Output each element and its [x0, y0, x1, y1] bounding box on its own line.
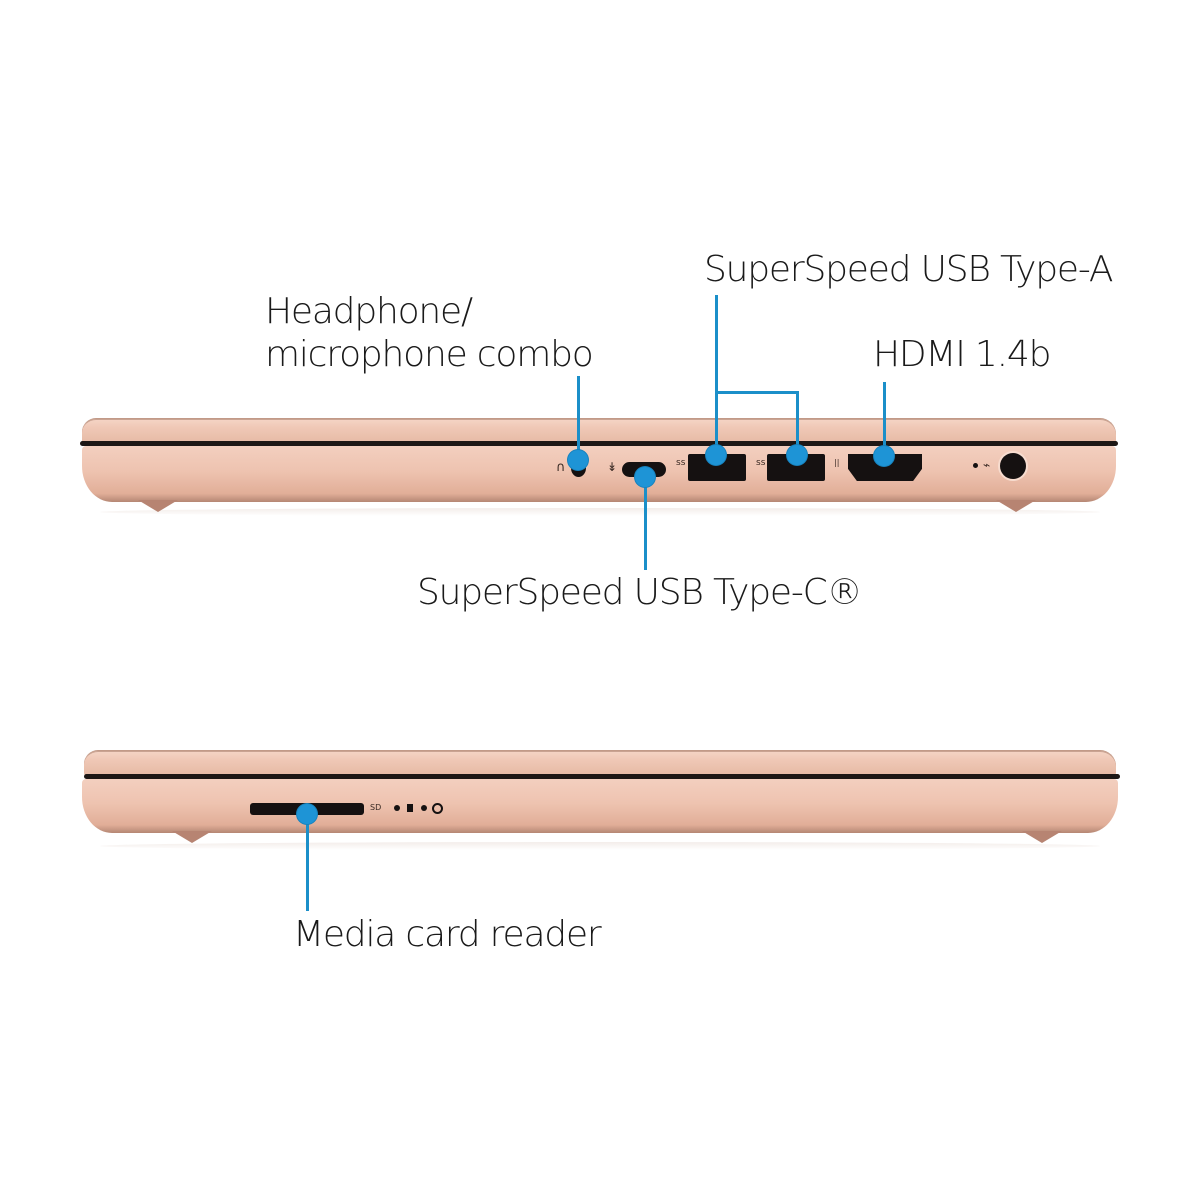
label-hdmi: HDMI 1.4b: [873, 334, 1051, 375]
power-icon: ⌁: [983, 458, 991, 472]
rubber-foot-left: [138, 500, 178, 512]
lead-line-card-reader: [306, 814, 309, 911]
callout-dot-headphone: [568, 450, 588, 470]
laptop-lid: [82, 418, 1116, 445]
rubber-foot-left: [172, 831, 212, 843]
lead-line-hdmi: [883, 382, 886, 456]
callout-dot-usb-a-1: [706, 445, 726, 465]
drive-led-icon: [407, 804, 413, 812]
sd-icon: SD: [370, 803, 382, 812]
usb-icon: ↡: [607, 460, 618, 474]
power-led: [973, 463, 978, 468]
rubber-foot-right: [996, 500, 1036, 512]
label-usb-type-a: SuperSpeed USB Type-A: [704, 249, 1113, 290]
power-jack: [1000, 453, 1026, 479]
callout-dot-usb-c: [635, 467, 655, 487]
laptop-lid: [84, 750, 1116, 777]
rubber-foot-right: [1022, 831, 1062, 843]
lead-line-usb-a-bridge: [715, 391, 799, 394]
power-led-icon: [394, 805, 400, 811]
callout-dot-card-reader: [297, 804, 317, 824]
callout-dot-usb-a-2: [787, 445, 807, 465]
label-headphone-line1: Headphone/: [265, 291, 473, 332]
laptop-side-view-ports: ∩ ↡ ss ss || ⌁: [80, 418, 1118, 516]
headphone-icon: ∩: [556, 460, 566, 475]
laptop-base: [82, 446, 1116, 502]
battery-led-icon: [421, 805, 427, 811]
superspeed-usb-icon: ss: [676, 458, 686, 468]
label-usb-type-c: SuperSpeed USB Type-C®: [417, 572, 863, 613]
superspeed-usb-icon: ss: [756, 458, 766, 468]
lead-line-usb-a-2: [796, 391, 799, 455]
callout-dot-hdmi: [874, 446, 894, 466]
label-headphone-line2: microphone combo: [265, 334, 594, 375]
power-button-icon: [432, 803, 443, 814]
laptop-base: [82, 779, 1118, 833]
hdmi-icon: ||: [834, 458, 840, 467]
lead-line-usb-c: [644, 476, 647, 570]
lid-seam: [84, 774, 1120, 779]
lead-line-usb-a-stem: [715, 295, 718, 455]
surface-reflection: [100, 842, 1100, 850]
lid-seam: [80, 441, 1118, 446]
surface-reflection: [100, 508, 1100, 516]
label-card-reader: Media card reader: [293, 914, 602, 955]
lead-line-headphone: [577, 376, 580, 460]
